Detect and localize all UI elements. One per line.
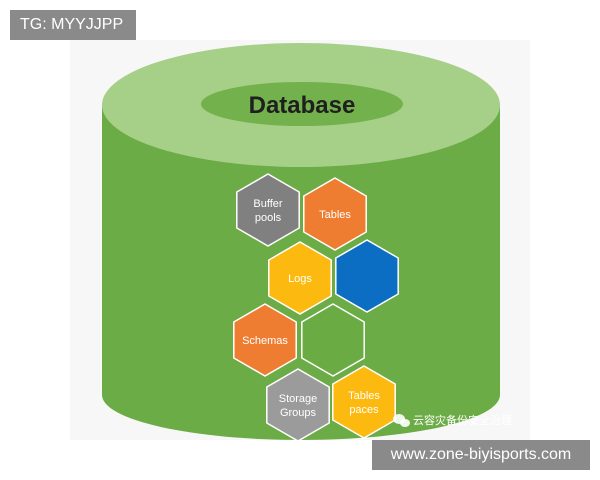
tables-hexagon: [303, 177, 367, 251]
hex-schemas: Schemas: [233, 303, 297, 377]
database-title: Database: [249, 92, 356, 119]
buffer-pools-hexagon: [236, 173, 300, 247]
tables-label: Tables: [319, 209, 351, 221]
cylinder-inner-ellipse: [201, 82, 403, 126]
tablespaces-label: Tables: [348, 390, 380, 402]
wechat-icon: [393, 414, 410, 427]
wechat-caption: 云容灾备份安全治理: [413, 413, 512, 427]
watermark-tag: TG: MYYJJPP: [10, 10, 136, 40]
hex-logs: Logs: [268, 241, 332, 315]
schemas-label: Schemas: [242, 335, 288, 347]
tablespaces-label: paces: [349, 404, 379, 416]
hex-tablespaces: Tables paces: [332, 365, 396, 439]
storage-groups-label: Groups: [280, 407, 317, 419]
hex-buffer-pools: Buffer pools: [236, 173, 300, 247]
hex-empty: [301, 303, 365, 377]
empty-hexagon: [301, 303, 365, 377]
wechat-watermark: 云容灾备份安全治理: [393, 413, 512, 427]
storage-groups-label: Storage: [279, 393, 318, 405]
tablespaces-hexagon: [332, 365, 396, 439]
hex-blue: [335, 239, 399, 313]
blue-hexagon: [335, 239, 399, 313]
logs-label: Logs: [288, 273, 312, 285]
logs-hexagon: [268, 241, 332, 315]
storage-groups-hexagon: [266, 368, 330, 442]
buffer-pools-label: Buffer: [253, 198, 282, 210]
watermark-url: www.zone-biyisports.com: [372, 440, 590, 470]
schemas-hexagon: [233, 303, 297, 377]
hex-tables: Tables: [303, 177, 367, 251]
buffer-pools-label: pools: [255, 212, 282, 224]
